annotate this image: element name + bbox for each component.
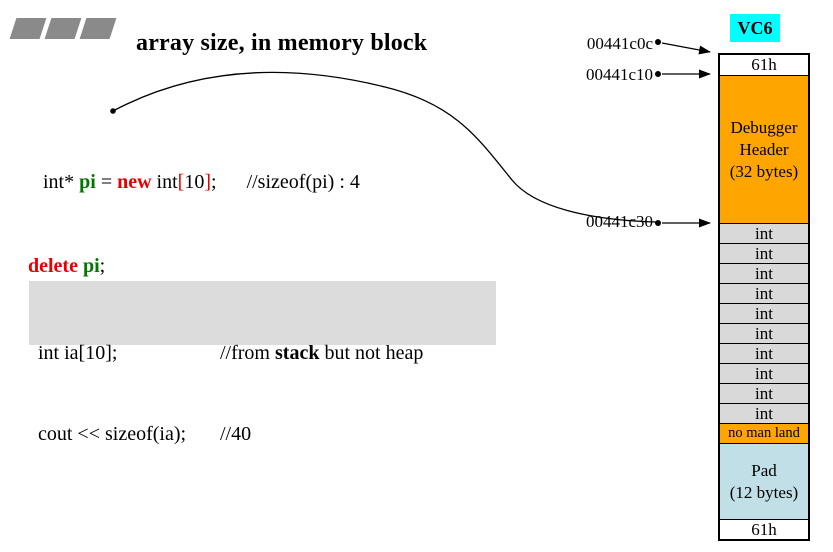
code-segment: = [95,171,118,193]
stack-code-statement: cout << sizeof(ia); [38,423,187,445]
code-segment: 10 [184,171,205,193]
memory-cell-int-0: int [720,223,808,243]
memory-cell-int-9: int [720,403,808,423]
memory-cell-tag-top: 61h [720,55,808,75]
stack-code-statement: int ia[10]; [38,342,118,364]
code-segment: ] [204,171,212,193]
code-segment: but not heap [319,342,424,364]
memory-cell-no-man-land: no man land [720,423,808,443]
memory-cell-tag-bottom: 61h [720,519,808,539]
memory-cell-int-4: int [720,303,808,323]
address-label-2: 00441c10 [585,65,653,84]
code-segment: ; [99,255,106,277]
address-label-1: 00441c0c [586,34,653,53]
code-segment: ; //sizeof(pi) : 4 [211,171,360,193]
slide-bullet-marks-icon [9,18,117,39]
parallelogram-mark-icon [79,18,117,39]
code-line-2: delete pi; [28,252,360,280]
stack-code-box: int ia[10]; //from stack but not heap co… [29,281,496,445]
memory-cell-int-7: int [720,363,808,383]
bullet-dot [655,39,661,45]
compiler-tag: VC6 [730,14,780,42]
address-label-3: 00441c30 [585,212,653,231]
stack-code-comment: //40 [220,421,251,448]
code-segment: int [151,171,178,193]
memory-cell-debugger-header: Debugger Header (32 bytes) [720,75,808,223]
memory-cell-pad: Pad (12 bytes) [720,443,808,519]
bullet-dot [655,220,661,226]
code-segment: pi [79,171,96,193]
parallelogram-mark-icon [44,18,82,39]
code-segment: pi [82,255,100,277]
code-segment: stack [275,342,320,364]
address-arrow-1 [661,42,711,55]
parallelogram-mark-icon [9,18,47,39]
code-segment: int* [43,171,80,193]
code-segment: delete [28,255,78,277]
memory-cell-int-5: int [720,323,808,343]
code-segment: //40 [220,423,252,445]
stack-code-comment: //from stack but not heap [220,340,423,367]
page-title: array size, in memory block [136,30,428,57]
code-line-1: int* pi = new int[10]; //sizeof(pi) : 4 [28,168,360,196]
stack-code-row: int ia[10]; //from stack but not heap [38,340,496,367]
memory-cell-int-6: int [720,343,808,363]
memory-cell-int-3: int [720,283,808,303]
memory-cell-int-1: int [720,243,808,263]
memory-cell-int-8: int [720,383,808,403]
bullet-dot [655,71,661,77]
stack-code-row: cout << sizeof(ia); //40 [38,421,496,448]
code-segment: //from [220,342,275,364]
code-segment: new [117,171,152,193]
memory-cell-int-2: int [720,263,808,283]
